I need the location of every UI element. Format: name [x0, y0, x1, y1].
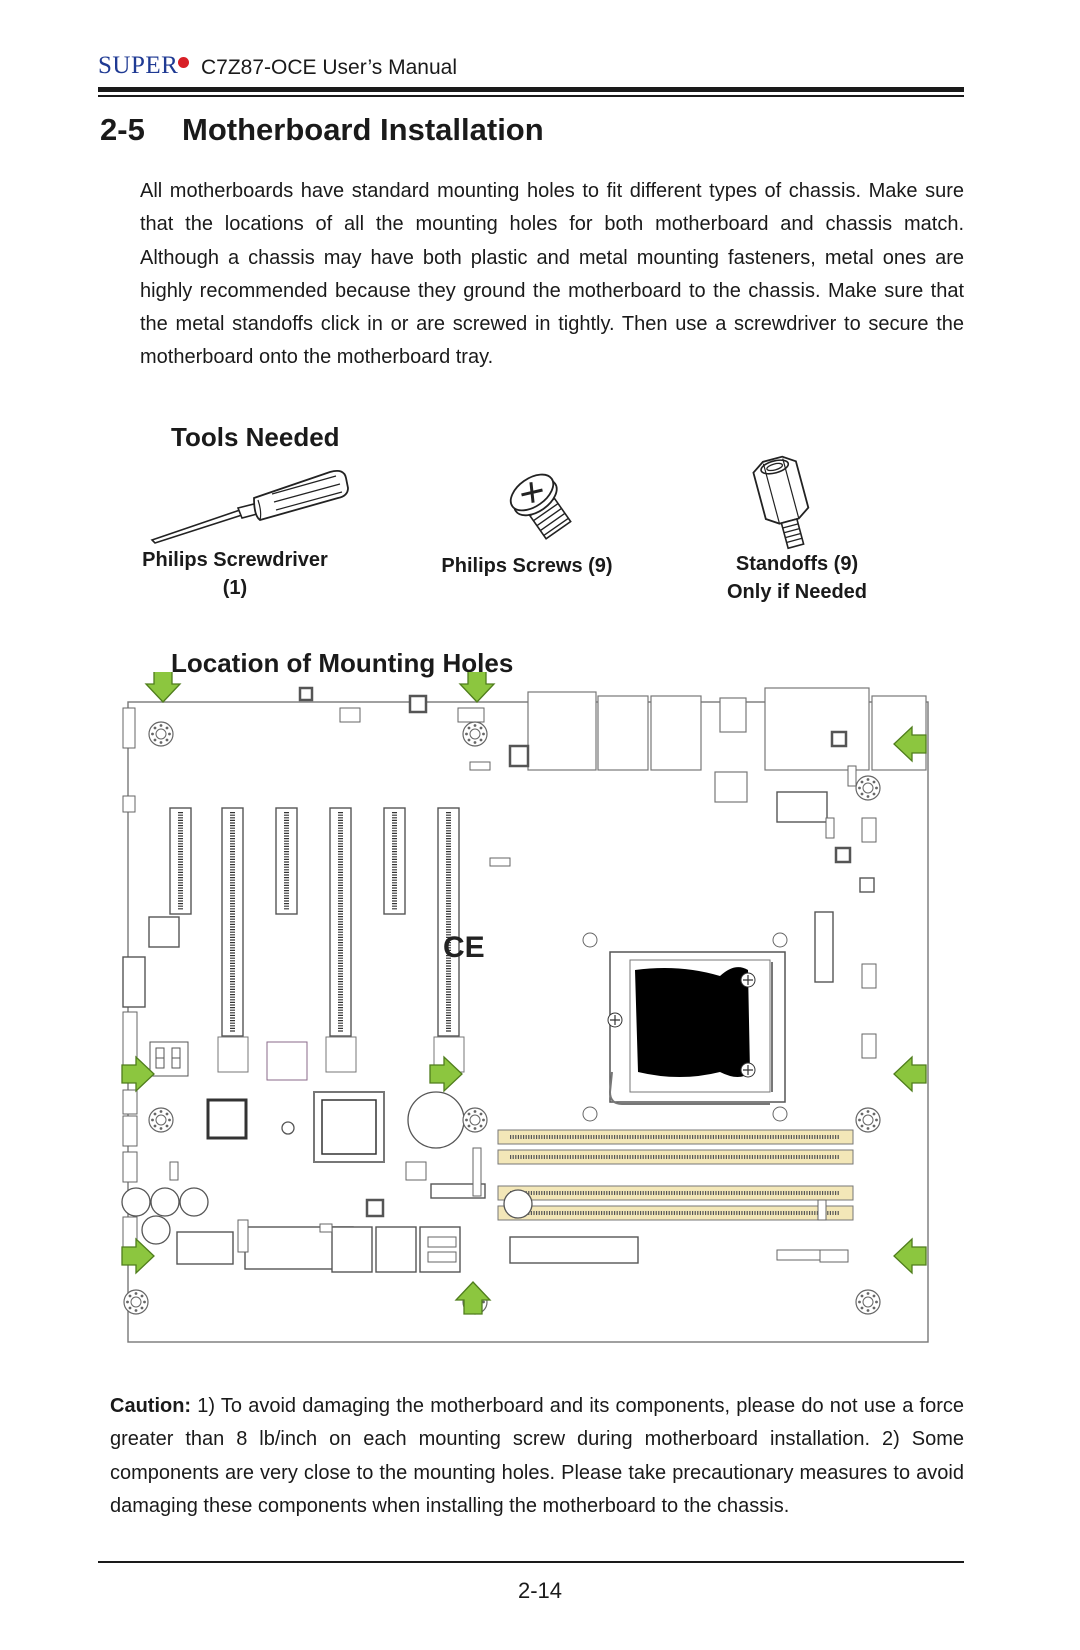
- caution-text: 1) To avoid damaging the motherboard and…: [110, 1395, 964, 1517]
- header-rule-thin: [98, 95, 964, 97]
- ce-mark: CE: [443, 931, 485, 964]
- tool-label-standoffs-line2: Only if Needed: [726, 581, 868, 603]
- header-rule-thick: [98, 87, 964, 92]
- standoff-icon: [752, 455, 810, 550]
- section-heading: Motherboard Installation: [182, 112, 544, 147]
- tool-label-screwdriver: Philips Screwdriver (1): [120, 546, 350, 602]
- small-parts: [122, 686, 875, 1273]
- logo-dot-icon: [178, 57, 189, 68]
- tool-label-standoffs-line1: Standoffs (9): [735, 553, 859, 575]
- dimm-slots: [497, 1129, 854, 1221]
- led-display: [149, 1041, 189, 1077]
- section-title: 2-5 Motherboard Installation: [100, 112, 544, 148]
- tool-label-screwdriver-line1: Philips Screwdriver: [142, 549, 328, 571]
- tool-label-screwdriver-line2: (1): [222, 577, 248, 599]
- caution-label: Caution:: [110, 1395, 192, 1417]
- tool-label-screws-line1: Philips Screws (9): [441, 555, 613, 577]
- section-number: 2-5: [100, 112, 145, 147]
- screwdriver-icon: [150, 469, 349, 544]
- mounting-heading: Location of Mounting Holes: [171, 648, 514, 678]
- motherboard-layout-diagram: CE: [121, 672, 929, 1343]
- ic-chips: [206, 1091, 385, 1163]
- intro-paragraph: All motherboards have standard mounting …: [140, 180, 964, 369]
- screw-icon: [509, 473, 572, 540]
- cpu-socket: [582, 932, 788, 1122]
- manual-title: C7Z87-OCE User’s Manual: [201, 56, 457, 79]
- page-number: 2-14: [517, 1578, 563, 1603]
- io-panel: [527, 687, 927, 803]
- caution-paragraph: Caution: 1) To avoid damaging the mother…: [110, 1390, 964, 1523]
- tool-label-standoffs: Standoffs (9) Only if Needed: [682, 550, 912, 606]
- footer-rule: [98, 1561, 964, 1563]
- tool-label-screws: Philips Screws (9): [412, 552, 642, 580]
- pcie-slot-pins: [178, 812, 451, 1032]
- battery-and-caps: [121, 1091, 533, 1245]
- tools-heading: Tools Needed: [171, 422, 340, 452]
- supermicro-logo: SUPER: [98, 52, 179, 79]
